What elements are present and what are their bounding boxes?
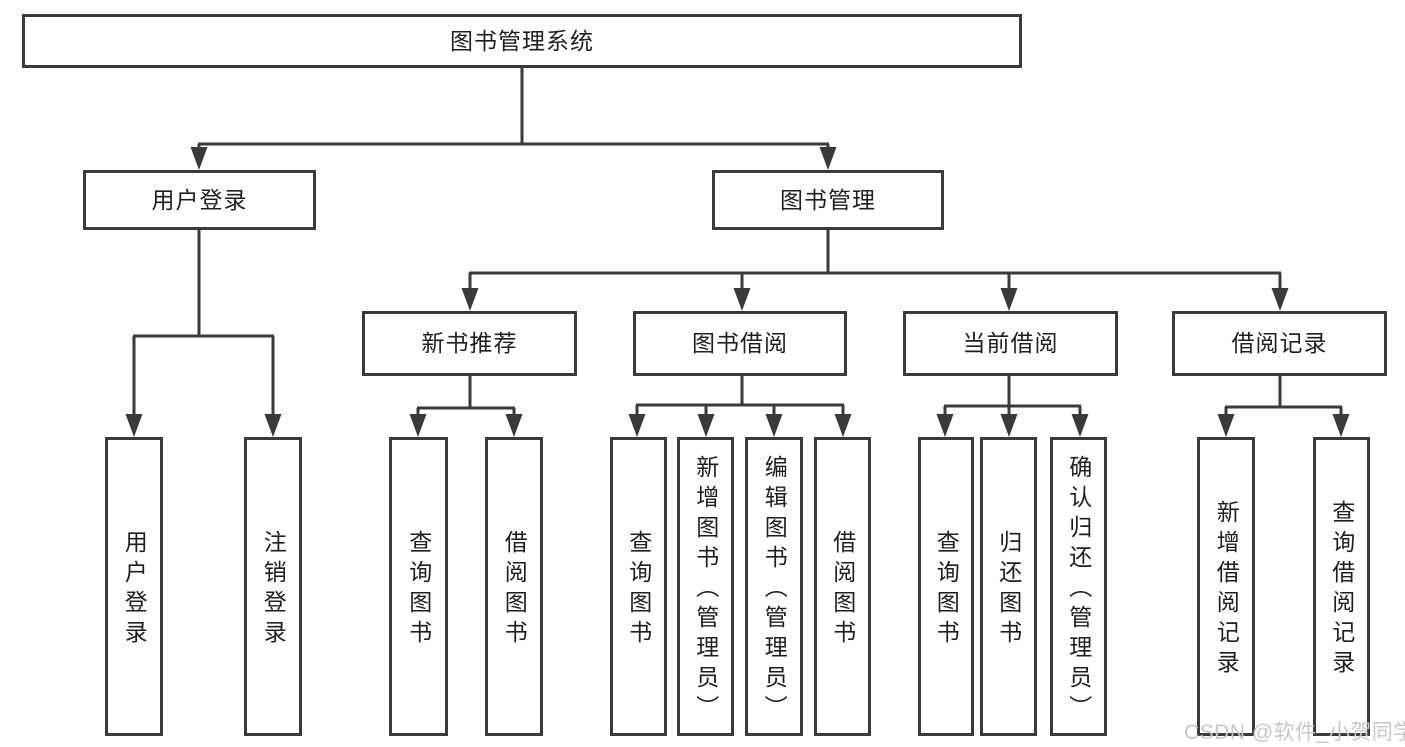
node-leaf-confirm-return: 确认归还（管理员）	[1050, 437, 1107, 736]
arrowhead-down-icon	[936, 414, 954, 437]
node-leaf-query-borrow-record: 查询借阅记录	[1313, 437, 1370, 736]
arrowhead-down-icon	[505, 414, 523, 437]
node-book-management: 图书管理	[712, 170, 944, 230]
arrowhead-down-icon	[1271, 288, 1289, 311]
node-leaf-query-book-2: 查询图书	[610, 437, 667, 736]
node-borrow-record: 借阅记录	[1172, 311, 1387, 376]
watermark: CSDN @软件_小贺同学	[1184, 721, 1405, 744]
arrowhead-down-icon	[697, 414, 715, 437]
node-leaf-query-book-1: 查询图书	[389, 437, 448, 736]
node-leaf-user-login: 用户登录	[105, 437, 163, 736]
node-leaf-add-book: 新增图书（管理员）	[677, 437, 734, 736]
node-user-login: 用户登录	[83, 170, 316, 230]
arrowhead-down-icon	[125, 414, 143, 437]
arrowhead-down-icon	[409, 414, 427, 437]
node-leaf-borrow-book-2: 借阅图书	[814, 437, 871, 736]
arrowhead-down-icon	[733, 288, 751, 311]
arrowhead-down-icon	[461, 288, 479, 311]
arrowhead-down-icon	[819, 147, 837, 170]
arrowhead-down-icon	[628, 414, 646, 437]
node-leaf-logout: 注销登录	[244, 437, 302, 736]
node-book-borrow: 图书借阅	[633, 311, 847, 376]
arrowhead-down-icon	[834, 414, 852, 437]
node-leaf-edit-book: 编辑图书（管理员）	[745, 437, 803, 736]
node-leaf-return-book: 归还图书	[980, 437, 1037, 736]
arrowhead-down-icon	[1000, 414, 1018, 437]
node-root: 图书管理系统	[22, 14, 1022, 68]
node-leaf-query-book-3: 查询图书	[918, 437, 974, 736]
arrowhead-down-icon	[264, 414, 282, 437]
arrowhead-down-icon	[1217, 414, 1235, 437]
arrowhead-down-icon	[1332, 414, 1350, 437]
arrowhead-down-icon	[1000, 288, 1018, 311]
arrowhead-down-icon	[190, 147, 208, 170]
node-leaf-borrow-book-1: 借阅图书	[485, 437, 543, 736]
node-new-book-recommend: 新书推荐	[362, 311, 577, 376]
arrowhead-down-icon	[1071, 414, 1089, 437]
node-leaf-add-borrow-record: 新增借阅记录	[1197, 437, 1255, 736]
arrowhead-down-icon	[765, 414, 783, 437]
node-current-borrow: 当前借阅	[903, 311, 1118, 376]
